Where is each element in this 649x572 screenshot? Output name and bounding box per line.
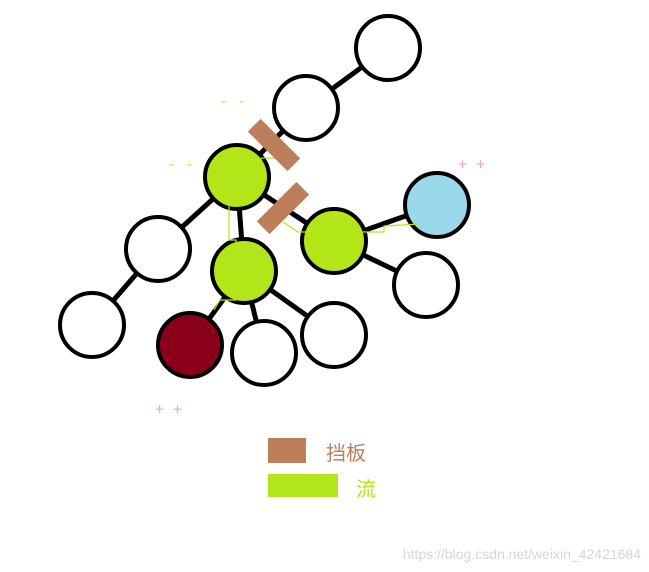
flow-paths (213, 157, 421, 311)
node-green-3 (210, 237, 278, 305)
legend: 挡板 流 (268, 438, 376, 501)
baffle-lower (256, 181, 310, 235)
node-upper (272, 74, 340, 142)
flow-path-2 (282, 221, 421, 233)
minus-mark-top: - - (219, 92, 246, 110)
minus-mark-left: - - (167, 155, 194, 173)
node-red (156, 311, 224, 379)
node-green-2 (300, 207, 368, 275)
baffles (247, 118, 310, 235)
watermark: https://blog.csdn.net/weixin_42421684 (402, 546, 641, 562)
legend-baffle-swatch (268, 438, 306, 463)
plus-mark-bottom: + + (155, 400, 182, 418)
node-left (124, 215, 192, 283)
legend-flow-label: 流 (356, 477, 376, 501)
baffle-upper (247, 118, 301, 172)
legend-baffle-label: 挡板 (326, 441, 366, 465)
node-far-left (58, 291, 126, 359)
flow-path-1 (213, 157, 290, 311)
nodes (58, 14, 471, 387)
node-right (392, 251, 460, 319)
node-green-1 (203, 143, 271, 211)
node-top-right (354, 14, 422, 82)
node-blue (403, 171, 471, 239)
plus-mark-right: + + (458, 155, 485, 173)
legend-flow-swatch (268, 474, 338, 497)
node-bottom-right (300, 301, 368, 369)
edges (89, 45, 440, 356)
node-bottom (230, 319, 298, 387)
